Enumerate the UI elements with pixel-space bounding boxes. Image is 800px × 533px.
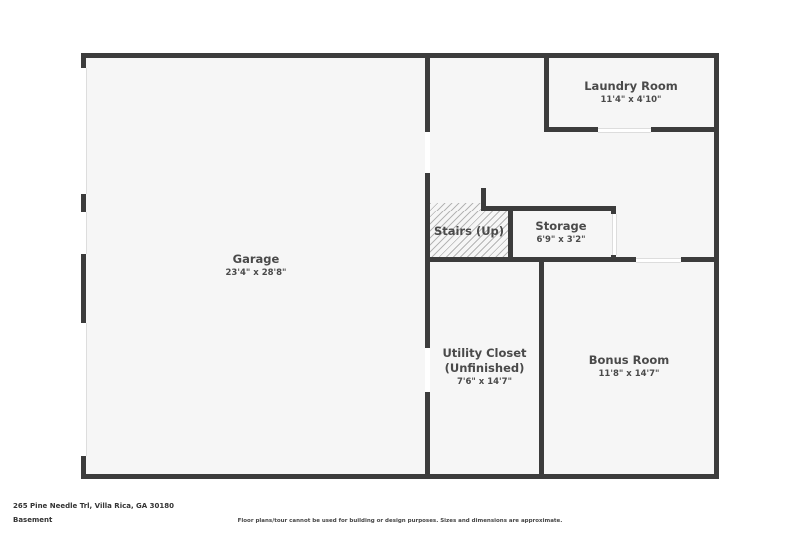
utility-bonus-divider: [539, 257, 544, 479]
left-wall-seg-2: [81, 194, 86, 212]
laundry-left-wall: [544, 53, 549, 132]
outer-wall-top: [81, 53, 719, 58]
storage-right-wall-top: [611, 206, 616, 214]
garage-divider-seg-3: [425, 392, 430, 479]
room-name: Bonus Room: [588, 353, 670, 367]
storage-top-wall: [481, 206, 616, 211]
stairs-stub-wall: [481, 188, 486, 211]
room-label-stairs: Stairs (Up): [428, 224, 510, 239]
garage-door-opening-4: [425, 132, 430, 173]
room-name: Laundry Room: [584, 79, 678, 93]
laundry-bottom-wall-2: [651, 127, 719, 132]
floor-level: Basement: [13, 516, 53, 524]
room-label-storage: Storage 6'9" x 3'2": [513, 219, 609, 246]
garage-door-opening-2: [81, 212, 87, 254]
room-label-bonus: Bonus Room 11'8" x 14'7": [544, 353, 714, 380]
left-wall-seg-4: [81, 456, 86, 479]
laundry-bottom-wall-1: [544, 127, 598, 132]
room-dimensions: 11'4" x 4'10": [600, 95, 662, 105]
disclaimer: Floor plans/tour cannot be used for buil…: [237, 518, 563, 524]
utility-door-opening: [425, 348, 430, 392]
property-address: 265 Pine Needle Trl, Villa Rica, GA 3018…: [13, 502, 175, 510]
room-label-garage: Garage 23'4" x 28'8": [156, 252, 356, 279]
middle-wall-2: [681, 257, 719, 262]
stairs-area: [430, 209, 509, 257]
room-name: Storage: [535, 219, 587, 233]
room-dimensions: 23'4" x 28'8": [225, 268, 287, 278]
room-label-utility: Utility Closet (Unfinished) 7'6" x 14'7": [430, 346, 539, 388]
room-name-line1: Utility Closet: [442, 346, 527, 360]
outer-wall-bottom: [81, 474, 719, 479]
room-name-line2: (Unfinished): [444, 361, 525, 375]
stairs-storage-divider: [508, 206, 513, 262]
room-label-laundry: Laundry Room 11'4" x 4'10": [551, 79, 711, 106]
laundry-door-opening: [598, 128, 651, 133]
middle-wall-1: [425, 257, 636, 262]
stairs-area-top: [430, 203, 481, 211]
outer-wall-right: [714, 53, 719, 479]
bonus-door-opening: [636, 258, 681, 263]
room-name: Garage: [232, 252, 280, 266]
left-wall-seg-1: [81, 53, 86, 68]
room-dimensions: 7'6" x 14'7": [456, 377, 513, 387]
garage-divider-seg-1: [425, 53, 430, 132]
storage-door-opening: [612, 214, 617, 255]
room-dimensions: 11'8" x 14'7": [598, 369, 660, 379]
room-dimensions: 6'9" x 3'2": [536, 235, 586, 245]
room-name: Stairs (Up): [433, 224, 505, 238]
left-wall-seg-3: [81, 254, 86, 323]
floor-area: [86, 58, 714, 474]
garage-door-opening-3: [81, 323, 87, 456]
garage-door-opening-1: [81, 68, 87, 194]
